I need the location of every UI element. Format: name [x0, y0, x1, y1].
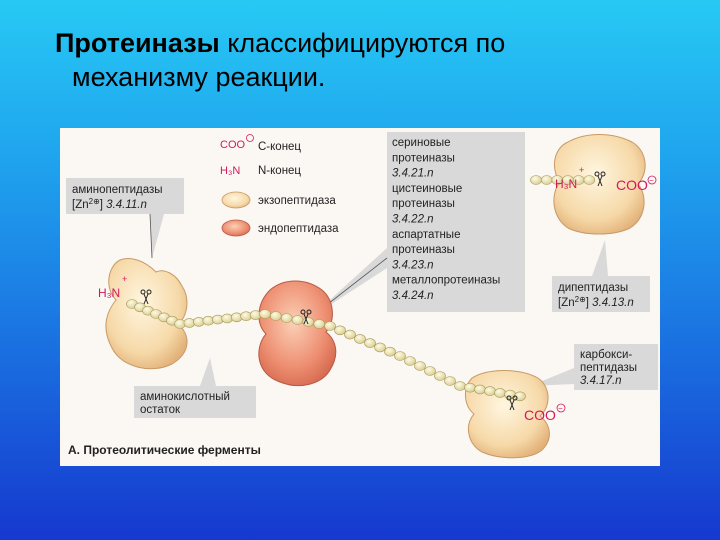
endoprotease-box	[387, 132, 525, 312]
figure-caption: А. Протеолитические ферменты	[68, 443, 261, 457]
amino-acid-bead	[540, 175, 553, 185]
aminopeptidase-box	[66, 178, 184, 214]
h3n-right: H₃N	[555, 177, 577, 191]
amino-acid-bead	[344, 329, 356, 340]
endo-class-ec: 3.4.21.n	[392, 168, 434, 180]
amino-acid-bead	[504, 389, 516, 400]
coo-bottom: COO	[524, 407, 556, 423]
amino-acid-bead	[394, 351, 406, 361]
scissors-icon	[140, 289, 152, 305]
amino-acid-bead	[583, 175, 596, 185]
h3n-left: H₃N	[98, 286, 120, 300]
amino-acid-bead	[324, 321, 336, 331]
title-rest: классифицируются по	[227, 28, 506, 58]
amino-acid-bead	[454, 381, 466, 391]
carboxypeptidase-label-2: пептидазы	[580, 362, 637, 374]
peptide-chain	[126, 175, 596, 402]
carboxypeptidase-ec: 3.4.17.n	[580, 375, 622, 387]
amino-acid-bead	[494, 388, 506, 398]
amino-acid-bead	[384, 346, 396, 357]
scissors-icons	[140, 171, 606, 411]
amino-acid-bead	[354, 334, 366, 344]
endoprotease-classes: сериновые протеиназы 3.4.21.n цистеиновые пр…	[392, 137, 500, 302]
amino-acid-bead	[474, 384, 486, 395]
endopeptidase-enzyme	[258, 280, 337, 386]
dipeptidase-label: дипептидазы	[558, 282, 628, 294]
plus-right: +	[579, 165, 584, 175]
amino-acid-bead	[280, 313, 293, 323]
legend-h3n: H₃N	[220, 165, 240, 177]
title-line2: механизму реакции.	[72, 62, 326, 92]
endo-class-name: металлопротеиназы	[392, 275, 500, 287]
amino-acid-bead	[464, 382, 476, 393]
callout-texts: аминопептидазы [Zn2⊕] 3.4.11.n сериновые…	[72, 137, 637, 416]
amino-acid-bead	[270, 311, 282, 321]
amino-acid-bead	[374, 342, 386, 353]
legend-c-end: C-конец	[258, 141, 301, 153]
legend-coo: COO	[220, 139, 246, 151]
amino-acid-bead	[313, 319, 326, 329]
amino-acid-bead	[404, 356, 416, 366]
endo-class-ec: 3.4.23.n	[392, 259, 434, 271]
legend-n-end: N-конец	[258, 165, 301, 177]
scissors-icon	[300, 309, 312, 325]
legend-endo: эндопептидаза	[258, 223, 339, 235]
endo-class-name: протеиназы	[392, 244, 455, 256]
endo-class-name: сериновые	[392, 137, 450, 149]
scissors-icon	[506, 395, 518, 411]
scissors-icon	[594, 171, 606, 187]
aminopeptidase-label: аминопептидазы	[72, 184, 163, 196]
chem-labels: H₃N + H₃N + COO − COO −	[98, 165, 657, 423]
carboxypeptidase-label-1: карбокси-	[580, 349, 632, 361]
minus-right: −	[649, 176, 654, 185]
amino-acid-bead	[414, 361, 426, 371]
dipeptidase-box	[552, 276, 650, 312]
endo-class-name: аспартатные	[392, 229, 460, 241]
plus-left: +	[122, 274, 127, 284]
slide-title: Протеиназы классифицируются по механизму…	[55, 26, 655, 94]
legend-endo-swatch	[221, 219, 251, 237]
coo-right: COO	[616, 177, 648, 193]
amino-acid-bead	[434, 371, 446, 381]
amino-acid-bead	[364, 338, 376, 348]
endo-class-name: протеиназы	[392, 152, 455, 164]
residue-label-1: аминокислотный	[140, 391, 230, 403]
endo-class-name: протеиназы	[392, 198, 455, 210]
legend-exo-swatch	[221, 191, 251, 209]
endo-class-ec: 3.4.24.n	[392, 290, 434, 302]
minus-bottom: −	[558, 404, 563, 413]
amino-acid-bead	[291, 315, 304, 325]
amino-acid-bead	[259, 309, 271, 319]
amino-acid-bead	[484, 386, 496, 396]
legend-exo: экзопептидаза	[258, 195, 336, 207]
residue-label-2: остаток	[140, 404, 181, 416]
endo-class-name: цистеиновые	[392, 183, 462, 195]
proteolysis-figure: H₃N + H₃N + COO − COO − COO C-конец H₃N …	[60, 128, 660, 466]
aminopeptidase-ec: [Zn2⊕] 3.4.11.n	[72, 197, 147, 211]
amino-acid-bead	[444, 376, 456, 386]
legend: COO C-конец H₃N N-конец экзопептидаза эн…	[220, 134, 339, 237]
endo-class-ec: 3.4.22.n	[392, 214, 434, 226]
amino-acid-bead	[530, 175, 542, 185]
figure-canvas: H₃N + H₃N + COO − COO − COO C-конец H₃N …	[66, 132, 658, 459]
dipeptidase-ec: [Zn2⊕] 3.4.13.n	[558, 295, 634, 309]
amino-acid-bead	[424, 366, 436, 376]
amino-acid-bead	[334, 325, 346, 336]
carboxypeptidase-box	[574, 344, 658, 390]
residue-box	[134, 386, 256, 418]
title-bold: Протеиназы	[55, 28, 220, 58]
